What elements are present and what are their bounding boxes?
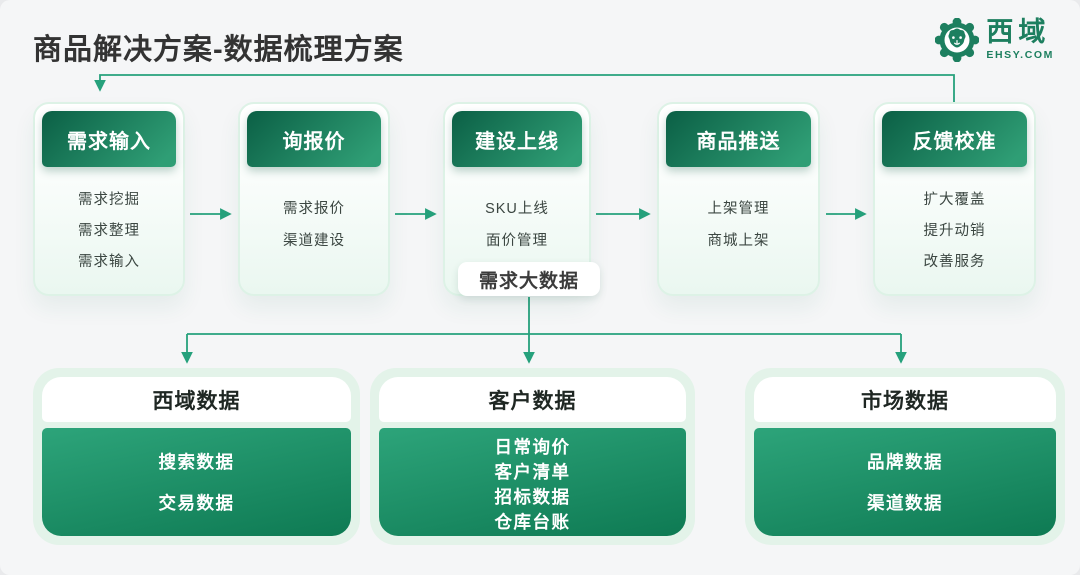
brand-name: 西域	[986, 17, 1051, 48]
data-card-title: 客户数据	[379, 377, 686, 422]
data-card-xiyu-data: 西域数据 搜索数据 交易数据	[33, 368, 360, 545]
flow-item: 需求整理	[78, 223, 140, 239]
data-item: 交易数据	[158, 492, 235, 513]
flow-item: 需求挖掘	[78, 192, 140, 208]
flow-card-items: 需求挖掘 需求整理 需求输入	[35, 188, 183, 271]
data-item: 仓库台账	[494, 512, 571, 532]
data-item: 客户清单	[494, 462, 571, 482]
flow-item: 商城上架	[707, 233, 770, 249]
flow-item: 改善服务	[923, 254, 986, 270]
flow-card-title: 建设上线	[452, 111, 582, 167]
big-data-badge: 需求大数据	[458, 262, 600, 296]
flow-item: 上架管理	[707, 201, 770, 217]
flow-card-items: 扩大覆盖 提升动销 改善服务	[875, 188, 1034, 271]
data-card-customer-data: 客户数据 日常询价 客户清单 招标数据 仓库台账	[370, 368, 695, 545]
flow-item: 渠道建设	[283, 233, 345, 249]
flow-item: SKU上线	[485, 201, 549, 217]
data-item: 日常询价	[494, 437, 571, 457]
flow-card-title: 商品推送	[666, 111, 811, 167]
flow-card-title: 需求输入	[42, 111, 176, 167]
feedback-arrow	[94, 74, 955, 108]
data-item: 搜索数据	[158, 452, 235, 473]
data-item: 渠道数据	[867, 492, 943, 513]
flow-card-title: 询报价	[247, 111, 381, 167]
flow-card-product-push: 商品推送 上架管理 商城上架	[657, 102, 820, 296]
flow-item: 需求输入	[78, 254, 140, 270]
data-card-title: 西域数据	[42, 377, 351, 422]
flow-card-items: SKU上线 面价管理	[445, 197, 589, 250]
data-card-items: 品牌数据 渠道数据	[754, 428, 1056, 536]
flow-item: 面价管理	[486, 233, 548, 249]
brand-logo-text: 西域 EHSY.COM	[986, 19, 1054, 61]
brand-logo: 西域 EHSY.COM	[935, 18, 1054, 62]
flow-item: 提升动销	[923, 223, 986, 239]
flow-card-items: 上架管理 商城上架	[659, 197, 818, 250]
flow-item: 扩大覆盖	[923, 192, 986, 208]
data-card-items: 日常询价 客户清单 招标数据 仓库台账	[379, 428, 686, 536]
flow-card-title: 反馈校准	[882, 111, 1027, 167]
data-item: 品牌数据	[867, 452, 943, 473]
flow-card-demand-input: 需求输入 需求挖掘 需求整理 需求输入	[33, 102, 185, 296]
flow-card-feedback-calibration: 反馈校准 扩大覆盖 提升动销 改善服务	[873, 102, 1036, 296]
flow-card-inquiry-quote: 询报价 需求报价 渠道建设	[238, 102, 390, 296]
brand-domain: EHSY.COM	[986, 49, 1054, 62]
data-card-items: 搜索数据 交易数据	[42, 428, 351, 536]
flow-item: 需求报价	[283, 201, 345, 217]
flow-card-items: 需求报价 渠道建设	[240, 197, 388, 250]
data-card-market-data: 市场数据 品牌数据 渠道数据	[745, 368, 1065, 545]
page-title: 商品解决方案-数据梳理方案	[33, 34, 404, 66]
data-item: 招标数据	[494, 487, 571, 507]
data-card-title: 市场数据	[754, 377, 1056, 422]
lion-gear-logo-icon	[935, 18, 980, 62]
